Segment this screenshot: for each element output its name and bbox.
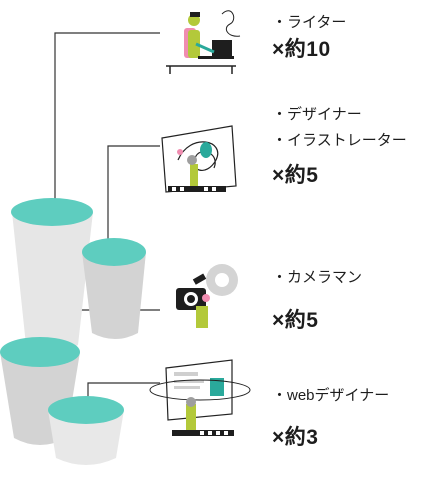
cameraman-illustration bbox=[176, 264, 238, 328]
role-label-writer: ・ライター bbox=[272, 14, 347, 31]
connector-designer bbox=[107, 145, 160, 262]
count-designer: ×約5 bbox=[272, 164, 319, 187]
role-label-illustrator: ・イラストレーター bbox=[272, 132, 407, 149]
connector-writer bbox=[54, 32, 160, 205]
count-cameraman: ×約5 bbox=[272, 309, 319, 332]
web-designer-illustration bbox=[149, 359, 251, 436]
cylinder-web-designer bbox=[48, 396, 124, 465]
role-label-cameraman: ・カメラマン bbox=[272, 269, 363, 286]
count-web-designer: ×約3 bbox=[272, 426, 319, 449]
writer-illustration bbox=[166, 10, 241, 74]
count-writer: ×約10 bbox=[272, 38, 331, 61]
role-label-designer: ・デザイナー bbox=[272, 106, 362, 123]
cylinder-designer bbox=[82, 238, 146, 339]
role-label-web-designer: ・webデザイナー bbox=[272, 387, 390, 404]
designer-illustration bbox=[161, 125, 237, 193]
cylinder-writer bbox=[11, 198, 93, 353]
